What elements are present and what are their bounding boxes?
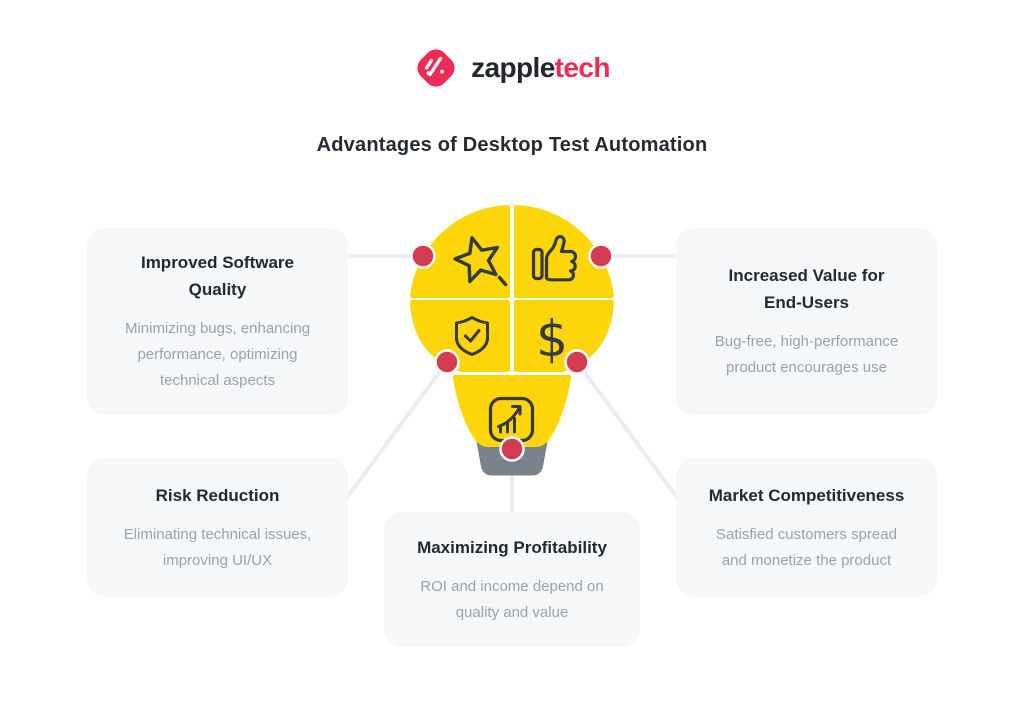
connector-lines bbox=[340, 254, 684, 520]
card-market-competitiveness: Market Competitiveness Satisfied custome… bbox=[676, 458, 937, 597]
card-body-line: product encourages use bbox=[726, 359, 887, 376]
card-title-line: Maximizing Profitability bbox=[417, 537, 607, 557]
card-maximizing-profitability: Maximizing Profitability ROI and income … bbox=[384, 512, 640, 647]
bulb-segment-bottom bbox=[453, 375, 571, 447]
card-body-line: performance, optimizing bbox=[137, 346, 298, 363]
card-title-line: Risk Reduction bbox=[155, 485, 280, 505]
card-body: Eliminating technical issues, improving U… bbox=[124, 522, 312, 574]
connector-line bbox=[575, 360, 681, 502]
connector-line bbox=[343, 360, 449, 502]
card-title-line: End-Users bbox=[763, 293, 850, 312]
card-title-line: Quality bbox=[188, 280, 247, 299]
page-title: Advantages of Desktop Test Automation bbox=[316, 134, 708, 156]
card-body-line: Minimizing bugs, enhancing bbox=[124, 320, 311, 337]
brand-name-left: zapple bbox=[471, 52, 555, 83]
card-title-line: Improved Software bbox=[140, 253, 295, 272]
card-title-line: Market Competitiveness bbox=[708, 485, 905, 505]
card-body-line: Eliminating technical issues, bbox=[123, 525, 312, 543]
card-title: Market Competitiveness bbox=[709, 482, 905, 509]
connector-dot bbox=[410, 243, 436, 269]
card-body: Minimizing bugs, enhancing performance, o… bbox=[125, 316, 310, 394]
connector-dot bbox=[499, 436, 525, 462]
zappletech-logo-icon bbox=[417, 49, 455, 87]
card-body-line: technical aspects bbox=[159, 372, 276, 389]
brand-logo: zappletech bbox=[0, 46, 1024, 90]
magic-star-icon bbox=[453, 236, 508, 287]
card-body: Bug-free, high-performance product encour… bbox=[715, 329, 898, 381]
connector-dot bbox=[434, 349, 460, 375]
bulb-segments bbox=[410, 205, 614, 447]
card-body-line: quality and value bbox=[455, 603, 569, 621]
card-body: Satisfied customers spread and monetize t… bbox=[716, 522, 897, 574]
brand-wordmark: zappletech bbox=[471, 46, 610, 90]
brand-name-right: tech bbox=[554, 52, 611, 83]
shield-check-icon bbox=[455, 316, 489, 356]
bulb-segment-top-left bbox=[410, 205, 510, 298]
bulb-segment-middle-right bbox=[514, 300, 614, 372]
card-risk-reduction: Risk Reduction Eliminating technical iss… bbox=[87, 458, 348, 597]
bulb-icons: $ bbox=[453, 235, 578, 443]
card-title-line: Increased Value for bbox=[728, 266, 885, 285]
card-body-line: improving UI/UX bbox=[162, 551, 273, 569]
card-body-line: Bug-free, high-performance bbox=[714, 333, 899, 350]
card-body-line: and monetize the product bbox=[721, 551, 892, 569]
connector-dots bbox=[410, 243, 614, 462]
dollar-sign-icon: $ bbox=[536, 310, 568, 368]
card-body-line: Satisfied customers spread bbox=[716, 525, 897, 543]
card-title: Maximizing Profitability bbox=[417, 534, 607, 561]
connector-dot bbox=[564, 349, 590, 375]
bulb-segment-middle-left bbox=[410, 300, 510, 372]
connector-dot bbox=[588, 243, 614, 269]
thumbs-up-icon bbox=[531, 235, 578, 282]
card-body: ROI and income depend on quality and valu… bbox=[420, 574, 603, 626]
card-body-line: ROI and income depend on bbox=[420, 577, 604, 595]
card-title: Risk Reduction bbox=[156, 482, 280, 509]
